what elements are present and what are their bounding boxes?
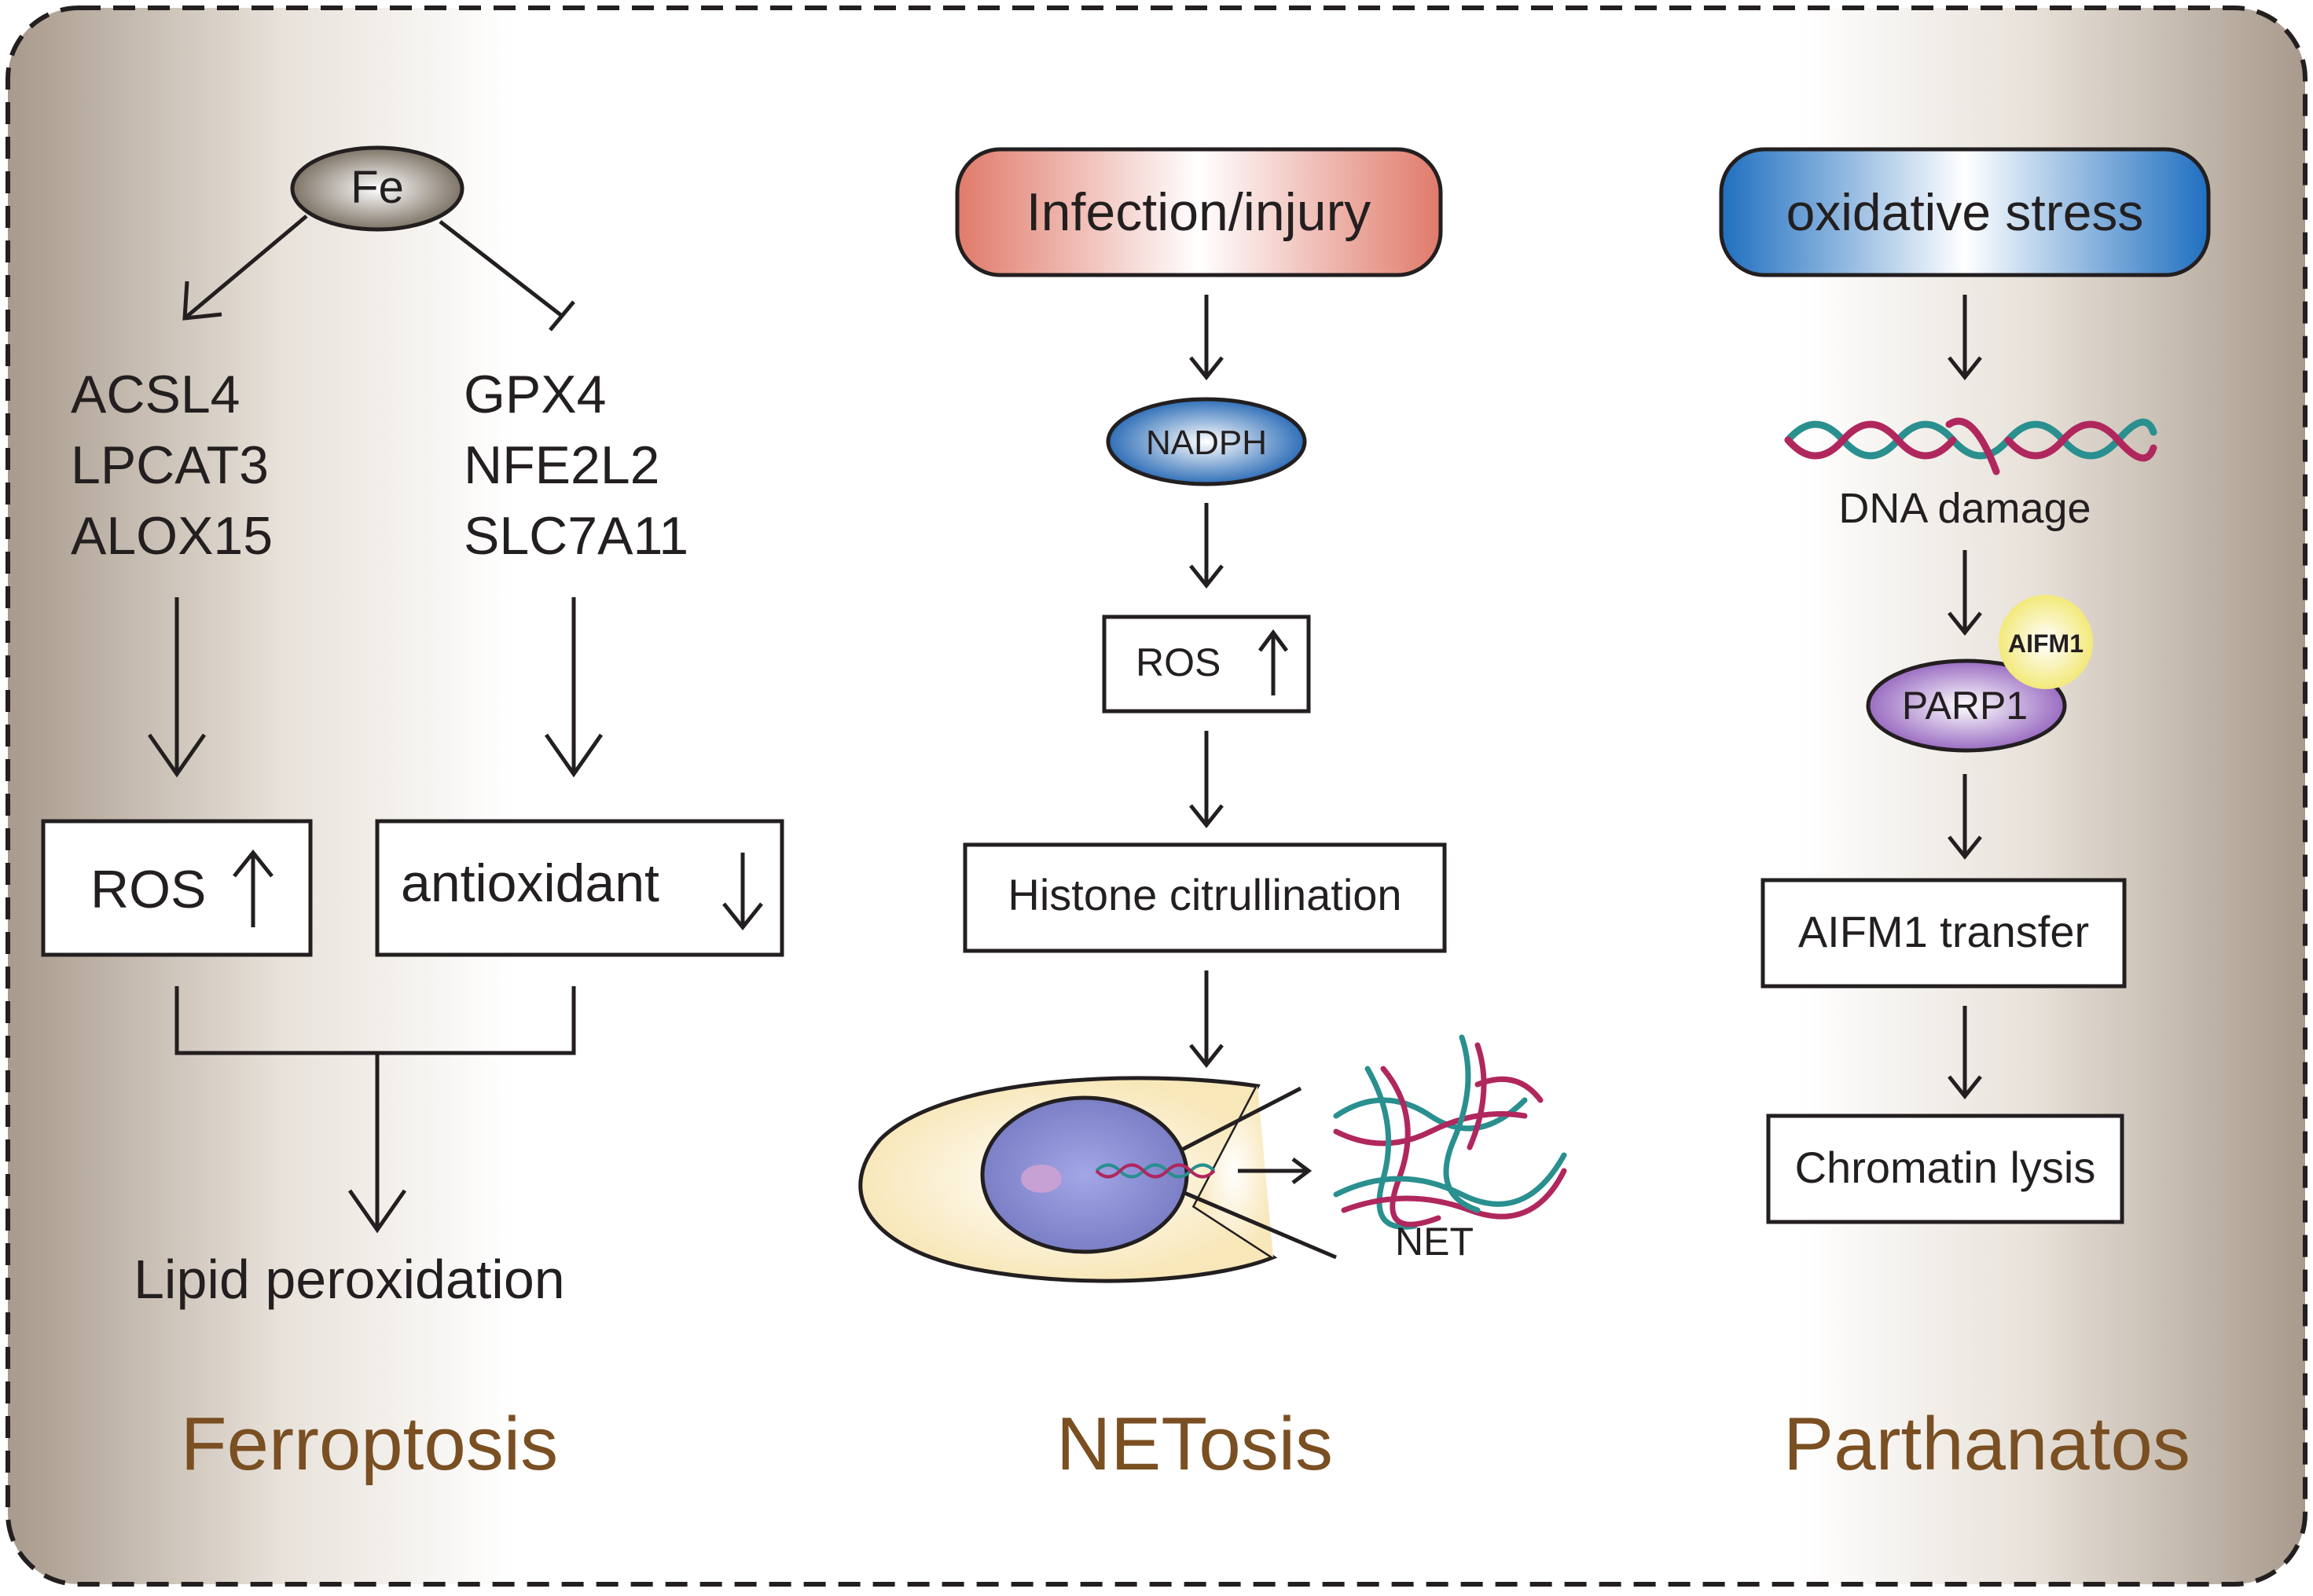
aifm1-badge-label: AIFM1 (2008, 629, 2084, 658)
nadph-label: NADPH (1146, 424, 1267, 462)
dna-helix-icon (1784, 417, 2157, 475)
parthanatos-panel (1719, 147, 2211, 1224)
down-arrowhead (722, 902, 763, 931)
arrowhead (1189, 1044, 1224, 1069)
antioxidant-label: antioxidant (401, 853, 659, 913)
lipid-peroxidation-label: Lipid peroxidation (134, 1249, 565, 1310)
ferroptosis-text: Fe ACSL4 LPCAT3 ALOX15 GPX4 NFE2L2 SLC7A… (71, 162, 688, 1486)
ros-box (41, 819, 313, 957)
ferroptosis-panel (41, 145, 784, 1234)
arrowhead (1189, 564, 1224, 589)
arrowhead (347, 1189, 407, 1234)
net-label: NET (1395, 1220, 1474, 1264)
histone-box (963, 842, 1447, 953)
parthanatos-title: Parthanatos (1783, 1402, 2190, 1486)
netosis-panel (858, 147, 1567, 1283)
inhibitor-gpx4: GPX4 (464, 365, 606, 424)
promoter-lpcat3: LPCAT3 (71, 435, 269, 495)
histone-label: Histone citrullination (1008, 870, 1401, 919)
aifm1-transfer-label: AIFM1 transfer (1798, 907, 2089, 956)
chromatin-lysis-label: Chromatin lysis (1795, 1143, 2096, 1192)
infection-box (955, 147, 1443, 277)
arrowhead (182, 281, 222, 321)
arrowhead (1189, 356, 1224, 381)
parthanatos-text: oxidative stress DNA damage PARP1 AIFM1 … (1783, 183, 2190, 1486)
promoter-acsl4: ACSL4 (71, 365, 240, 424)
chromatin-strand (1095, 1163, 1216, 1179)
oxidative-stress-label: oxidative stress (1786, 183, 2144, 241)
arrowhead (1189, 804, 1224, 829)
chromatin-strand-2 (1095, 1163, 1216, 1179)
nadph-oval (1106, 397, 1307, 486)
nucleolus (1021, 1165, 1062, 1193)
inhibitor-slc7a11: SLC7A11 (464, 506, 688, 566)
arrowhead (1948, 835, 1982, 860)
arrowhead (544, 733, 604, 778)
antioxidant-box (375, 819, 784, 957)
up-arrowhead (233, 849, 274, 878)
aifm1-transfer-box (1760, 878, 2127, 989)
netosis-text: Infection/injury NADPH ROS Histone citru… (1008, 182, 1474, 1486)
fe-inhibits-gpx4-line (439, 220, 564, 317)
arrowhead (1291, 1158, 1313, 1184)
oxidative-stress-box (1719, 147, 2211, 277)
up-arrowhead (1257, 629, 1289, 652)
promoter-alox15: ALOX15 (71, 506, 273, 566)
arrowhead (1948, 1075, 1982, 1100)
aifm1-badge (1999, 595, 2093, 689)
fe-label: Fe (351, 162, 404, 213)
ferroptosis-title: Ferroptosis (181, 1402, 558, 1486)
nucleus (980, 1095, 1189, 1254)
cell-rupture-line-top (1177, 1086, 1302, 1154)
dna-damage-label: DNA damage (1838, 485, 2091, 532)
cell-rupture-line-bottom (1178, 1188, 1337, 1260)
chromatin-lysis-box (1766, 1114, 2124, 1224)
inhibitor-nfe2l2: NFE2L2 (464, 435, 659, 495)
fe-to-acsl4-arrow (183, 215, 308, 320)
net-dna-icon (1333, 1034, 1567, 1230)
dashed-frame (6, 6, 2307, 1587)
ros-label: ROS (90, 860, 206, 919)
infection-label: Infection/injury (1026, 182, 1371, 242)
arrowhead (147, 733, 207, 778)
arrowhead (1948, 356, 1982, 381)
parp1-label: PARP1 (1902, 684, 2028, 728)
arrowhead (1948, 611, 1982, 637)
fe-oval (290, 145, 464, 232)
inhibition-bar (549, 300, 575, 332)
parp1-oval (1866, 659, 2067, 753)
netosis-ros-label: ROS (1136, 640, 1221, 684)
netosis-title: NETosis (1056, 1402, 1333, 1486)
